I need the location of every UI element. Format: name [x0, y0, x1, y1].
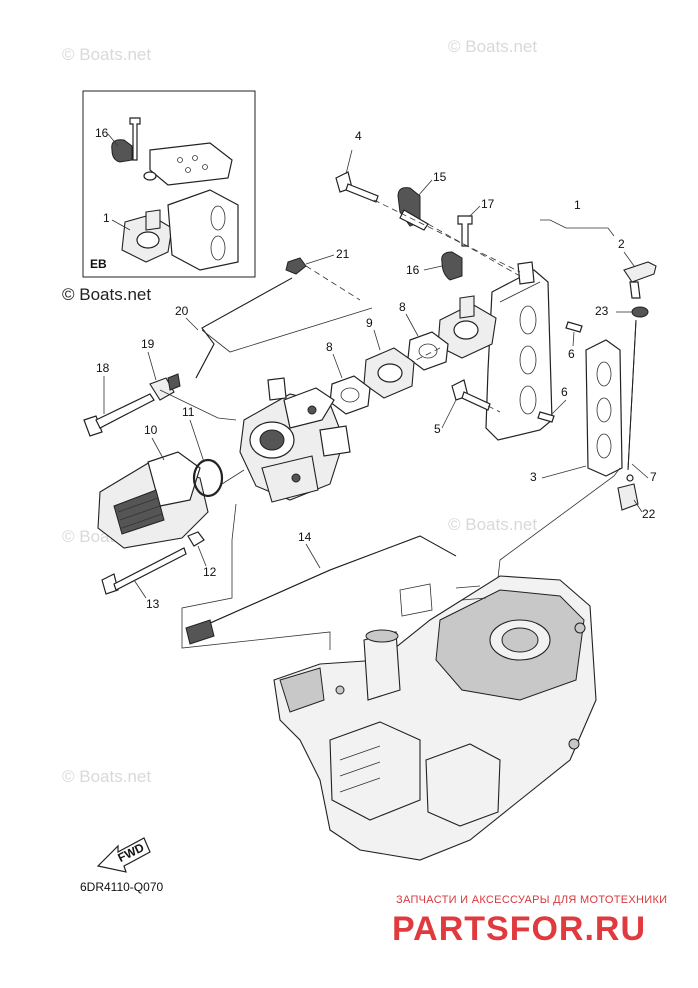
part-bolt-5: [451, 379, 491, 411]
callout-2: 2: [618, 237, 625, 251]
watermark-dark: © Boats.net: [62, 285, 151, 304]
engine-block: [273, 575, 597, 861]
part-intake-manifold-1: [437, 261, 553, 441]
callout-14: 14: [298, 530, 312, 544]
part-collar-12: [187, 531, 205, 547]
callout-3: 3: [530, 470, 537, 484]
part-hose-7: [627, 319, 637, 471]
callout-19: 19: [141, 337, 155, 351]
callout-17: 17: [481, 197, 495, 211]
callout-16: 16: [406, 263, 420, 277]
callout-18: 18: [96, 361, 110, 375]
part-hose-14: [185, 535, 457, 645]
callout-5: 5: [434, 422, 441, 436]
part-gasket-3: [585, 339, 623, 477]
inset-code: EB: [90, 257, 107, 271]
inset-clamp: [111, 139, 133, 163]
inset-eb: 16 1 EB: [82, 90, 256, 278]
fwd-arrow: FWD: [96, 837, 151, 873]
callout-12: 12: [203, 565, 217, 579]
part-carburetor: [239, 377, 351, 503]
part-fitting-2: [623, 261, 657, 299]
callout-8b: 8: [326, 340, 333, 354]
leader-lines: [159, 199, 621, 650]
diagram-code: 6DR4110-Q070: [80, 880, 163, 894]
watermark: © Boats.net: [448, 515, 537, 534]
part-clamp-16: [441, 251, 463, 281]
callout-22: 22: [642, 507, 656, 521]
part-bolt-4: [335, 149, 379, 203]
inset-frame: [82, 90, 256, 278]
callout-label: 1: [103, 211, 110, 225]
part-oring-11: [192, 458, 224, 498]
callout-1: 1: [574, 198, 581, 212]
part-knob-19: [149, 373, 181, 401]
callout-21: 21: [336, 247, 350, 261]
part-shaft-18: [83, 393, 155, 437]
watermark: © Boats.net: [62, 767, 151, 786]
brand-name: PARTSFOR.RU: [392, 910, 646, 948]
callout-9: 9: [366, 316, 373, 330]
inset-manifold-body: [167, 189, 239, 271]
part-gasket-8a: [407, 331, 449, 371]
watermark: © Boats.net: [448, 37, 537, 56]
callout-6a: 6: [568, 347, 575, 361]
part-bolt-17: [457, 215, 473, 247]
part-clamp-15: [397, 187, 429, 231]
part-silencer-10: [97, 451, 209, 549]
callout-10: 10: [144, 423, 158, 437]
brand-subtitle: ЗАПЧАСТИ И АКСЕССУАРЫ ДЛЯ МОТОТЕХНИКИ: [396, 894, 667, 906]
inset-bolt: [129, 117, 141, 161]
callout-4: 4: [355, 129, 362, 143]
callout-11: 11: [182, 405, 195, 419]
part-bolt-13: [101, 547, 187, 595]
callout-label: 16: [95, 126, 109, 140]
callout-13: 13: [146, 597, 160, 611]
callouts: 4 15 17 1 2 16 21 23 20 8 9 6 8 19 18 6 …: [96, 129, 657, 611]
inset-bracket: [149, 142, 233, 186]
callout-7: 7: [650, 470, 657, 484]
part-insulator-9: [363, 347, 415, 399]
callout-6b: 6: [561, 385, 568, 399]
callout-23: 23: [595, 304, 609, 318]
part-clip-21: [285, 257, 307, 275]
part-valve-22: [617, 474, 639, 511]
part-rod-20: [195, 277, 293, 379]
callout-8a: 8: [399, 300, 406, 314]
part-dowels-6: [537, 321, 583, 423]
watermark: © Boats.net: [62, 45, 151, 64]
part-clip-23: [631, 306, 649, 318]
callout-20: 20: [175, 304, 189, 318]
brand-logo: ЗАПЧАСТИ И АКСЕССУАРЫ ДЛЯ МОТОТЕХНИКИ PA…: [392, 894, 667, 948]
callout-15: 15: [433, 170, 447, 184]
